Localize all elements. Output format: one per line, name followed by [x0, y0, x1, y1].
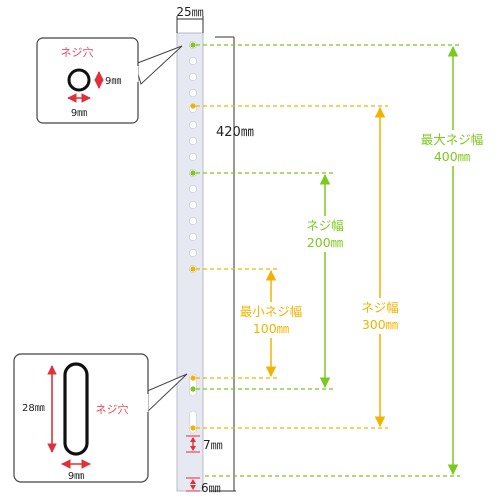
bracket [176, 32, 204, 492]
hole [189, 249, 197, 257]
gap-6-label: 6㎜ [201, 481, 221, 495]
hole [189, 153, 197, 161]
min-pitch-name: 最小ネジ幅 [240, 304, 303, 319]
hole [189, 137, 197, 145]
slot-width: 9㎜ [68, 471, 84, 482]
width-dimension: 25㎜ [176, 5, 204, 33]
pitch-200-value: 200㎜ [307, 235, 344, 250]
label-bg [416, 130, 488, 166]
hole-height-top: 9㎜ [105, 76, 121, 87]
gap-dimensions: 7㎜ 6㎜ [186, 435, 223, 495]
pitch-200-name: ネジ幅 [306, 218, 344, 233]
slot-height: 28㎜ [22, 403, 45, 414]
bracket-width-label: 25㎜ [176, 5, 203, 19]
hole [189, 57, 197, 65]
pitch-dot-orange [190, 425, 196, 431]
hole-width-top: 9㎜ [71, 108, 87, 119]
pitch-extension-lines [196, 44, 460, 477]
pitch-300-value: 300㎜ [362, 317, 399, 332]
hole-title-bottom: ネジ穴 [96, 402, 129, 416]
hole [189, 185, 197, 193]
hole [189, 201, 197, 209]
pitch-dot-orange [190, 103, 196, 109]
hole [189, 121, 197, 129]
gap-7-label: 7㎜ [203, 438, 223, 452]
pitch-dot-green [190, 386, 196, 392]
hole [189, 89, 197, 97]
hole-callout-top: ネジ穴 9㎜ 9㎜ [36, 37, 183, 124]
pitch-dot-orange [190, 266, 196, 272]
pitch-dot-orange [190, 375, 196, 381]
label-bg [355, 298, 405, 334]
slot-callout-bottom: 28㎜ ネジ穴 9㎜ [13, 353, 188, 483]
label-bg [237, 302, 305, 338]
hole [189, 73, 197, 81]
hole [189, 233, 197, 241]
bracket-length-label: 420㎜ [216, 125, 254, 140]
length-dimension: 420㎜ [210, 36, 254, 492]
round-hole-shape [67, 68, 91, 92]
max-pitch-value: 400㎜ [434, 149, 471, 164]
hole-title-top: ネジ穴 [61, 45, 94, 59]
min-pitch-value: 100㎜ [253, 321, 290, 336]
pitch-dot-green [190, 42, 196, 48]
pitch-dot-green [190, 170, 196, 176]
hole [189, 217, 197, 225]
pitch-300-name: ネジ幅 [361, 300, 399, 315]
max-pitch-name: 最大ネジ幅 [421, 132, 484, 147]
slot-shape [63, 362, 89, 456]
label-bg [300, 216, 350, 252]
